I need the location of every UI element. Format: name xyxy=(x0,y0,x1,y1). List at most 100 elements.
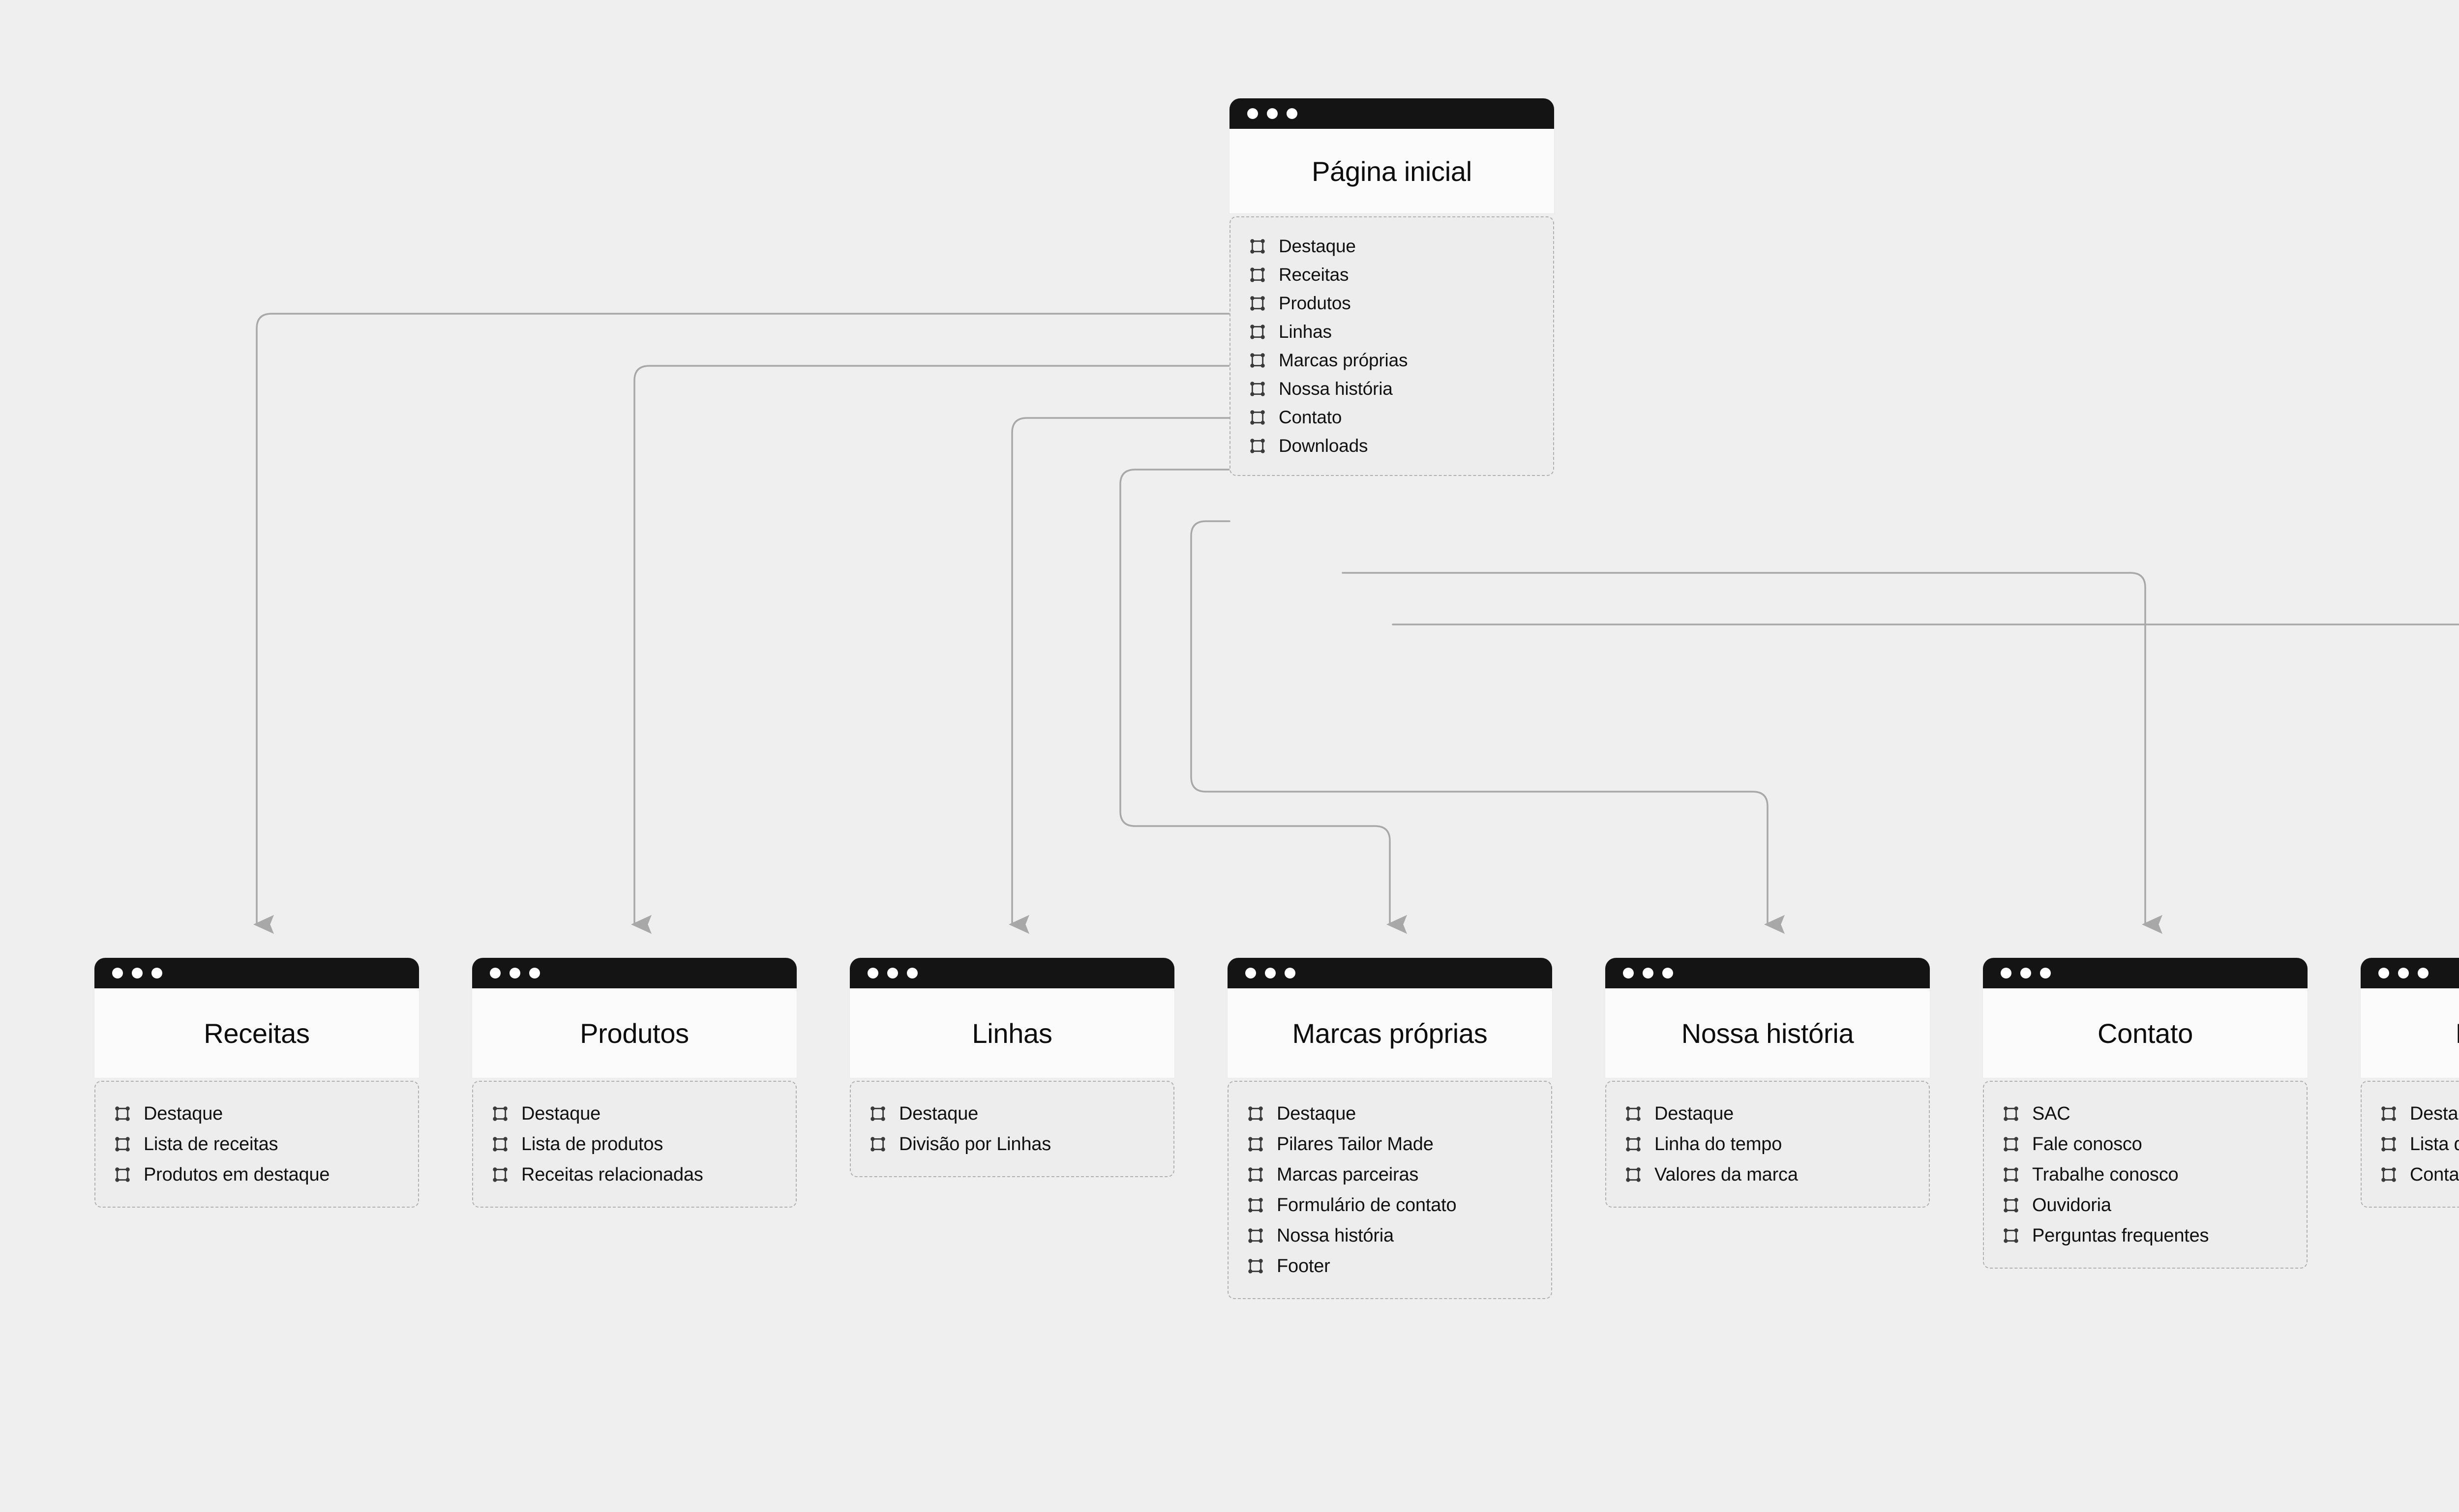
list-item-label: Contato xyxy=(1279,407,1342,427)
list-item-label: Destaque xyxy=(899,1103,979,1124)
list-item[interactable]: Linha do tempo xyxy=(1606,1129,1929,1159)
frame-icon xyxy=(2004,1137,2018,1152)
list-item[interactable]: Perguntas frequentes xyxy=(1984,1220,2307,1251)
list-item[interactable]: Marcas parceiras xyxy=(1229,1159,1551,1190)
node-downloads[interactable]: DownloadsDestaqueLista de downloadsConta… xyxy=(2361,958,2459,1208)
list-item[interactable]: Fale conosco xyxy=(1984,1129,2307,1159)
list-item-label: SAC xyxy=(2032,1103,2070,1124)
list-item[interactable]: Formulário de contato xyxy=(1229,1190,1551,1220)
list-item[interactable]: Produtos em destaque xyxy=(95,1159,418,1190)
list-item[interactable]: Divisão por Linhas xyxy=(851,1129,1173,1159)
frame-icon xyxy=(1250,353,1265,368)
window-dot-red xyxy=(1245,968,1256,978)
node-title: Downloads xyxy=(2361,988,2459,1078)
list-item[interactable]: Destaque xyxy=(851,1098,1173,1129)
window-titlebar xyxy=(472,958,797,988)
list-item[interactable]: Receitas xyxy=(1230,261,1553,289)
window-dot-yellow xyxy=(1643,968,1653,978)
connector-contato xyxy=(1342,572,2162,934)
window-dot-yellow xyxy=(887,968,898,978)
list-item[interactable]: Destaque xyxy=(95,1098,418,1129)
list-item[interactable]: Ouvidoria xyxy=(1984,1190,2307,1220)
window-titlebar xyxy=(1983,958,2308,988)
list-item-label: Nossa história xyxy=(1277,1225,1394,1246)
list-item-label: Produtos xyxy=(1279,293,1351,313)
list-item[interactable]: Destaque xyxy=(1230,232,1553,261)
list-item-label: Destaque xyxy=(521,1103,601,1124)
list-item[interactable]: Contato xyxy=(2362,1159,2459,1190)
window-dot-yellow xyxy=(510,968,520,978)
node-window: Downloads xyxy=(2361,958,2459,1078)
list-item[interactable]: Lista de produtos xyxy=(473,1129,796,1159)
frame-icon xyxy=(2381,1167,2396,1182)
list-item[interactable]: Produtos xyxy=(1230,289,1553,318)
frame-icon xyxy=(1250,439,1265,453)
list-item-label: Trabalhe conosco xyxy=(2032,1164,2179,1185)
list-item[interactable]: Linhas xyxy=(1230,318,1553,346)
list-item[interactable]: Marcas próprias xyxy=(1230,346,1553,375)
frame-icon xyxy=(1250,296,1265,311)
window-dot-red xyxy=(2001,968,2011,978)
window-titlebar xyxy=(1228,958,1552,988)
frame-icon xyxy=(115,1167,130,1182)
window-dot-green xyxy=(2418,968,2429,978)
frame-icon xyxy=(1250,267,1265,282)
node-title: Página inicial xyxy=(1230,129,1554,213)
window-dot-red xyxy=(868,968,878,978)
list-item-label: Receitas relacionadas xyxy=(521,1164,703,1185)
frame-icon xyxy=(2004,1228,2018,1243)
frame-icon xyxy=(2381,1137,2396,1152)
list-item-label: Destaque xyxy=(1277,1103,1356,1124)
frame-icon xyxy=(115,1137,130,1152)
node-window: Página inicial xyxy=(1230,98,1554,213)
frame-icon xyxy=(1248,1137,1263,1152)
list-item[interactable]: Destaque xyxy=(1229,1098,1551,1129)
list-item[interactable]: Pilares Tailor Made xyxy=(1229,1129,1551,1159)
node-title: Receitas xyxy=(94,988,419,1078)
node-window: Nossa história xyxy=(1605,958,1930,1078)
window-dot-yellow xyxy=(1265,968,1276,978)
list-item[interactable]: Destaque xyxy=(2362,1098,2459,1129)
list-item[interactable]: Destaque xyxy=(473,1098,796,1129)
list-item[interactable]: SAC xyxy=(1984,1098,2307,1129)
node-title: Contato xyxy=(1983,988,2308,1078)
connector-nossa-historia xyxy=(1190,520,1785,934)
list-item[interactable]: Valores da marca xyxy=(1606,1159,1929,1190)
frame-icon xyxy=(2004,1198,2018,1213)
list-item[interactable]: Nossa história xyxy=(1230,375,1553,403)
list-item-label: Marcas parceiras xyxy=(1277,1164,1419,1185)
list-item[interactable]: Receitas relacionadas xyxy=(473,1159,796,1190)
list-item-label: Destaque xyxy=(144,1103,223,1124)
node-title: Produtos xyxy=(472,988,797,1078)
list-item[interactable]: Destaque xyxy=(1606,1098,1929,1129)
window-titlebar xyxy=(94,958,419,988)
list-item-label: Fale conosco xyxy=(2032,1133,2142,1155)
list-item[interactable]: Footer xyxy=(1229,1251,1551,1281)
list-item-label: Valores da marca xyxy=(1654,1164,1798,1185)
window-titlebar xyxy=(850,958,1174,988)
list-item[interactable]: Trabalhe conosco xyxy=(1984,1159,2307,1190)
list-item[interactable]: Contato xyxy=(1230,403,1553,432)
connector-marcas-proprias xyxy=(1119,469,1407,934)
list-item-label: Contato xyxy=(2410,1164,2459,1185)
window-titlebar xyxy=(2361,958,2459,988)
list-item[interactable]: Lista de downloads xyxy=(2362,1129,2459,1159)
list-item-label: Pilares Tailor Made xyxy=(1277,1133,1434,1155)
list-item[interactable]: Lista de receitas xyxy=(95,1129,418,1159)
list-item-label: Destaque xyxy=(1279,236,1356,256)
list-item-label: Lista de produtos xyxy=(521,1133,663,1155)
list-item-label: Destaque xyxy=(1654,1103,1734,1124)
list-item[interactable]: Nossa história xyxy=(1229,1220,1551,1251)
node-window: Linhas xyxy=(850,958,1174,1078)
list-item[interactable]: Downloads xyxy=(1230,432,1553,460)
